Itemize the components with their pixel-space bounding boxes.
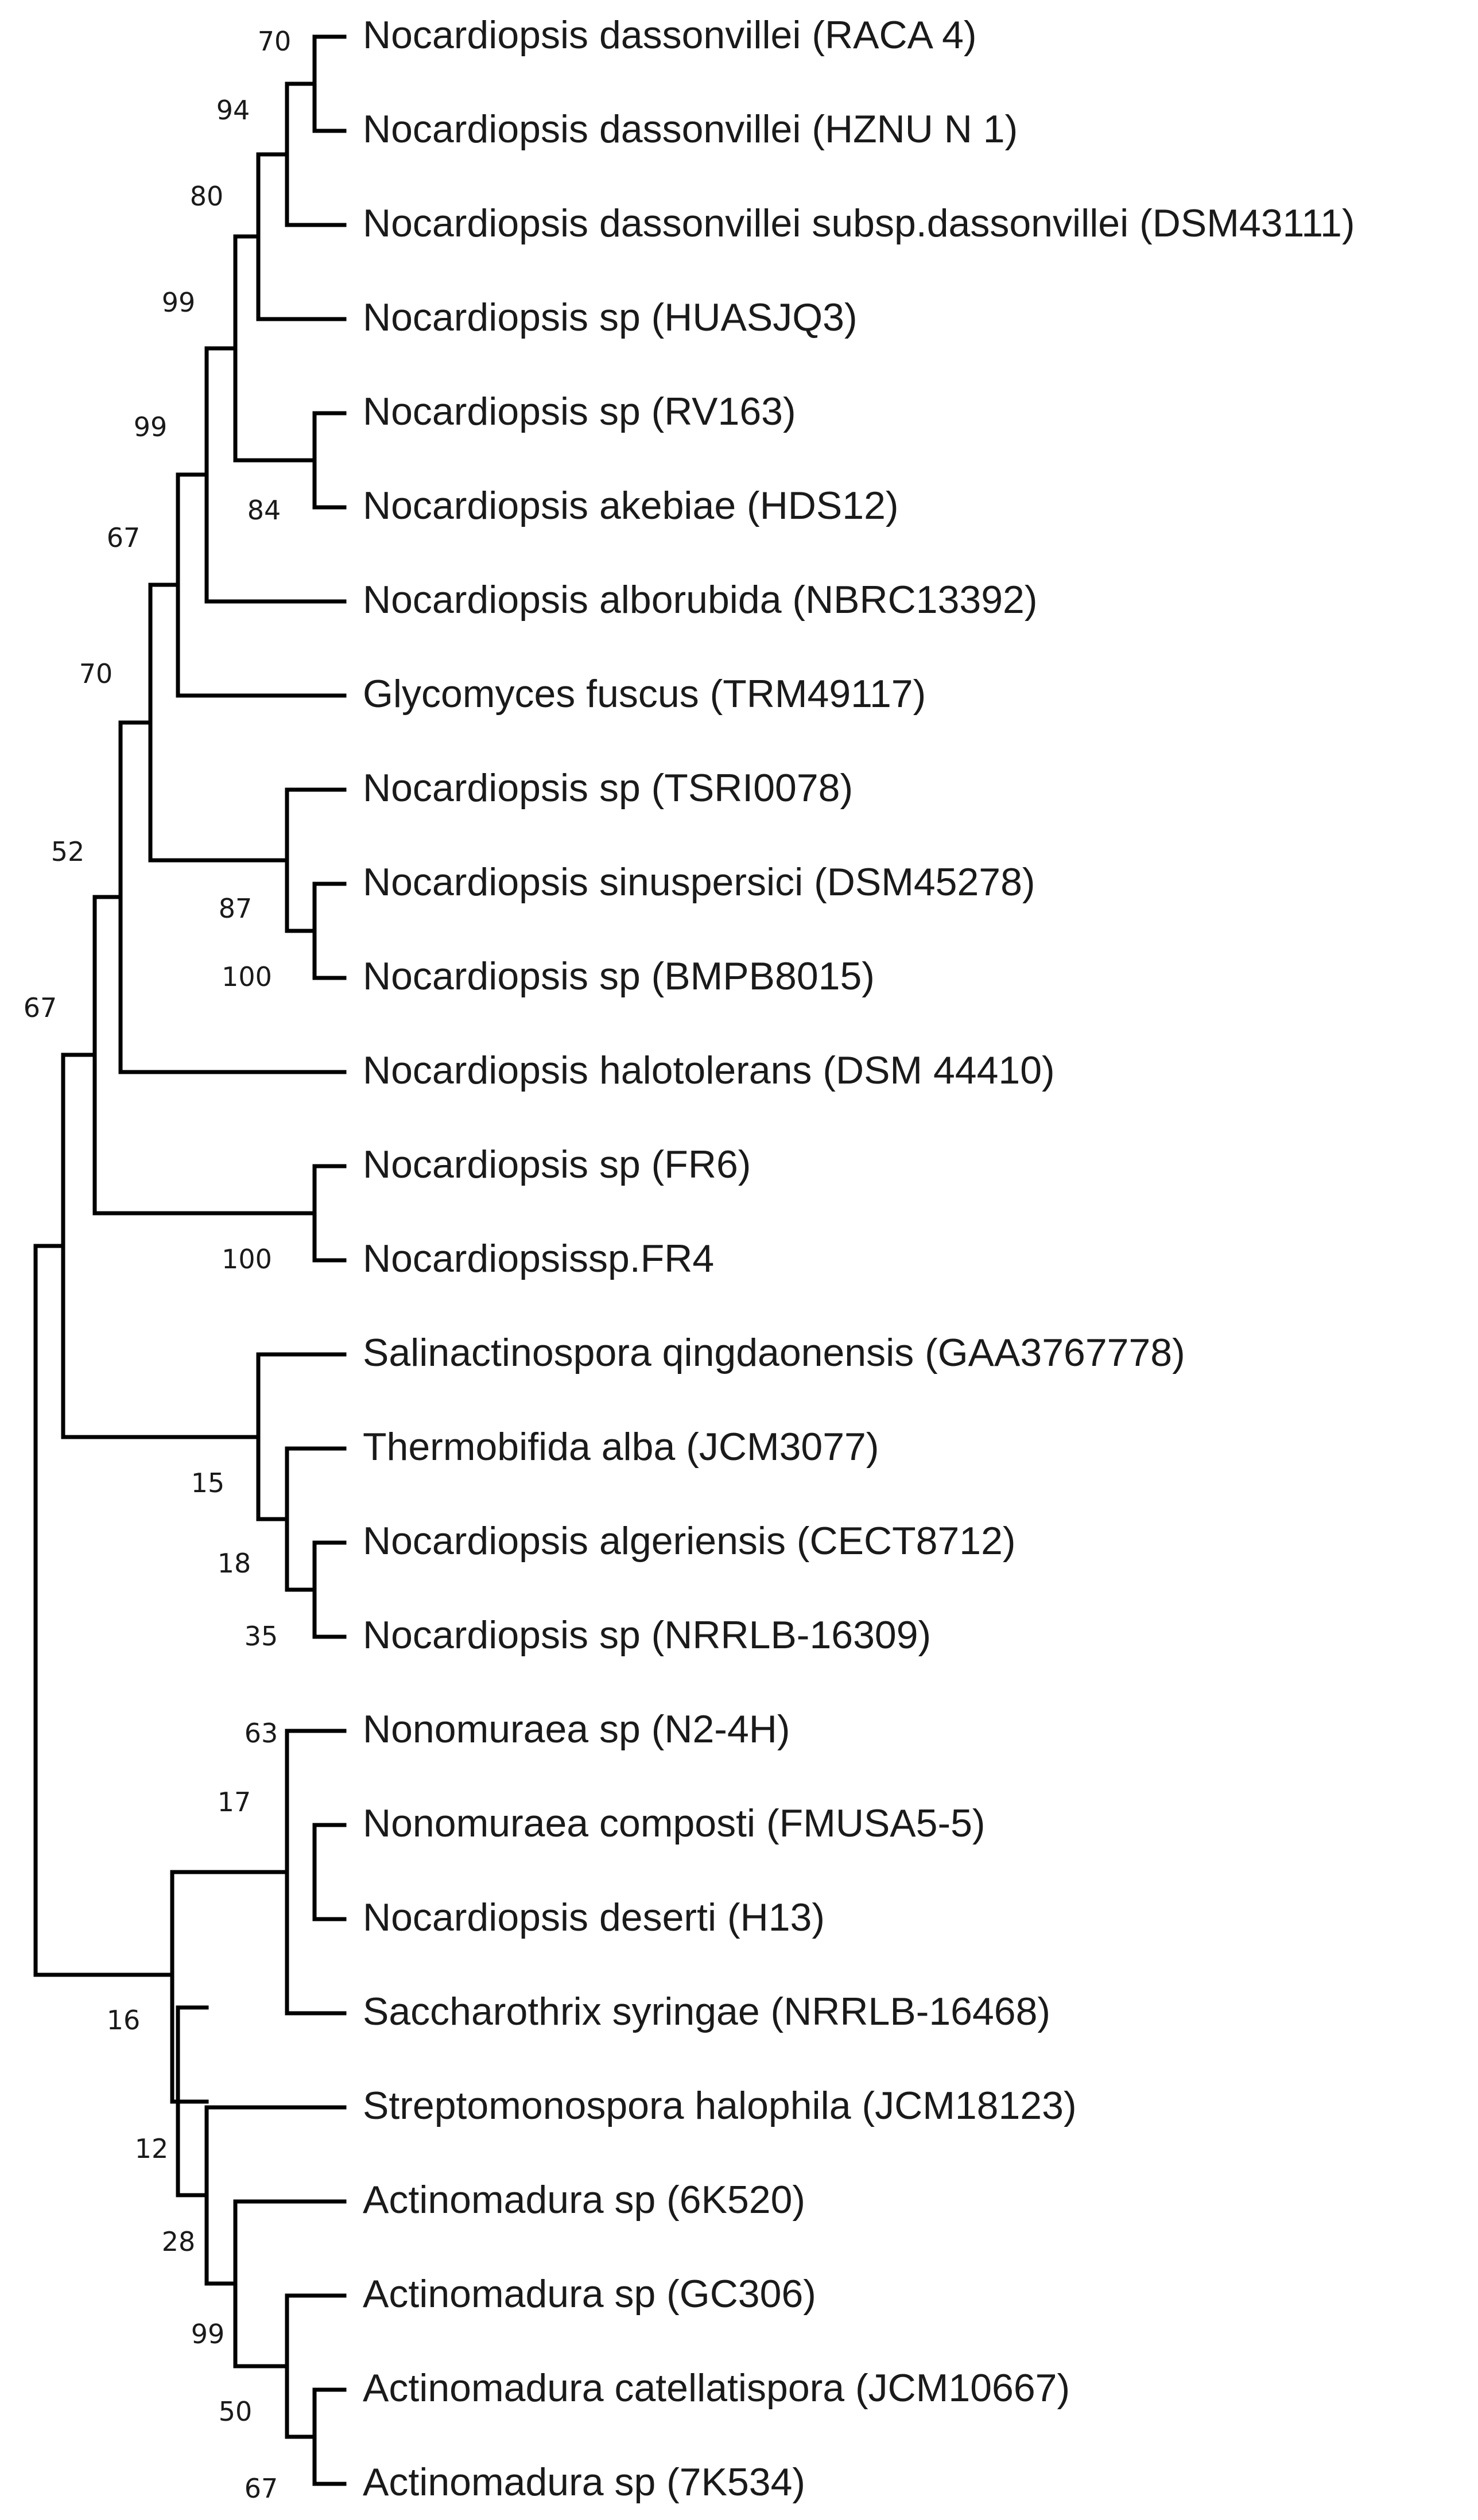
bootstrap-value: 63 [245,1718,278,1749]
taxon-label: Actinomadura catellatispora (JCM10667) [363,2366,1070,2410]
taxon-label: Nocardiopsis sp (BMPB8015) [363,954,875,998]
tree-branches [33,34,347,2486]
bootstrap-value: 67 [245,2473,278,2504]
taxon-label: Nocardiopsis sinuspersici (DSM45278) [363,860,1035,904]
bootstrap-value: 50 [219,2396,253,2427]
bootstrap-value: 67 [107,522,141,553]
bootstrap-value: 35 [245,1621,278,1652]
bootstrap-values: 70 94 80 99 99 84 67 70 52 87 100 67 100… [24,26,292,2504]
bootstrap-value: 18 [218,1548,251,1579]
taxon-label: Nocardiopsis dassonvillei (RACA 4) [363,13,977,57]
bootstrap-value: 87 [219,893,253,924]
bootstrap-value: 100 [222,1244,272,1275]
taxon-label: Nocardiopsis deserti (H13) [363,1896,825,1939]
bootstrap-value: 80 [190,181,224,212]
bootstrap-value: 28 [162,2226,196,2257]
taxon-label: Nocardiopsis sp (FR6) [363,1143,751,1186]
taxon-label: Nocardiopsis sp (NRRLB-16309) [363,1613,931,1657]
bootstrap-value: 15 [191,1467,225,1498]
taxon-label: Nonomuraea composti (FMUSA5-5) [363,1801,986,1845]
taxon-label: Nocardiopsis dassonvillei subsp.dassonvi… [363,201,1355,245]
taxon-label: Nocardiopsis halotolerans (DSM 44410) [363,1049,1055,1092]
bootstrap-value: 70 [258,26,292,57]
bootstrap-value: 52 [51,836,85,867]
taxon-label: Salinactinospora qingdaonensis (GAA37677… [363,1331,1185,1374]
bootstrap-value: 17 [218,1787,251,1818]
taxon-label: Thermobifida alba (JCM3077) [363,1425,879,1469]
taxon-label: Actinomadura sp (6K520) [363,2178,805,2222]
taxon-label: Nocardiopsis algeriensis (CECT8712) [363,1519,1016,1563]
bootstrap-value: 70 [79,658,113,689]
bootstrap-value: 99 [162,287,196,318]
bootstrap-value: 16 [107,2005,141,2036]
taxon-label: Glycomyces fuscus (TRM49117) [363,672,926,716]
taxon-label: Saccharothrix syringae (NRRLB-16468) [363,1990,1050,2033]
bootstrap-value: 67 [24,992,57,1023]
taxon-label: Actinomadura sp (GC306) [363,2272,816,2316]
bootstrap-value: 100 [222,961,272,992]
taxon-label: Nocardiopsis dassonvillei (HZNU N 1) [363,107,1018,151]
bootstrap-value: 99 [191,2319,225,2350]
taxon-labels: Nocardiopsis dassonvillei (RACA 4) Nocar… [363,13,1355,2504]
taxon-label: Nocardiopsis sp (HUASJQ3) [363,296,858,339]
bootstrap-value: 94 [216,95,250,126]
taxon-label: Nocardiopsis akebiae (HDS12) [363,484,899,527]
taxon-label: Nocardiopsis sp (RV163) [363,390,796,433]
bootstrap-value: 99 [134,411,168,442]
bootstrap-value: 12 [135,2133,169,2164]
taxon-label: Nonomuraea sp (N2-4H) [363,1707,790,1751]
taxon-label: Nocardiopsis sp (TSRI0078) [363,766,853,810]
taxon-label: Streptomonospora halophila (JCM18123) [363,2084,1077,2127]
taxon-label: Actinomadura sp (7K534) [363,2460,805,2504]
bootstrap-value: 84 [247,495,281,526]
taxon-label: Nocardiopsis alborubida (NBRC13392) [363,578,1038,622]
taxon-label: Nocardiopsissp.FR4 [363,1237,714,1280]
